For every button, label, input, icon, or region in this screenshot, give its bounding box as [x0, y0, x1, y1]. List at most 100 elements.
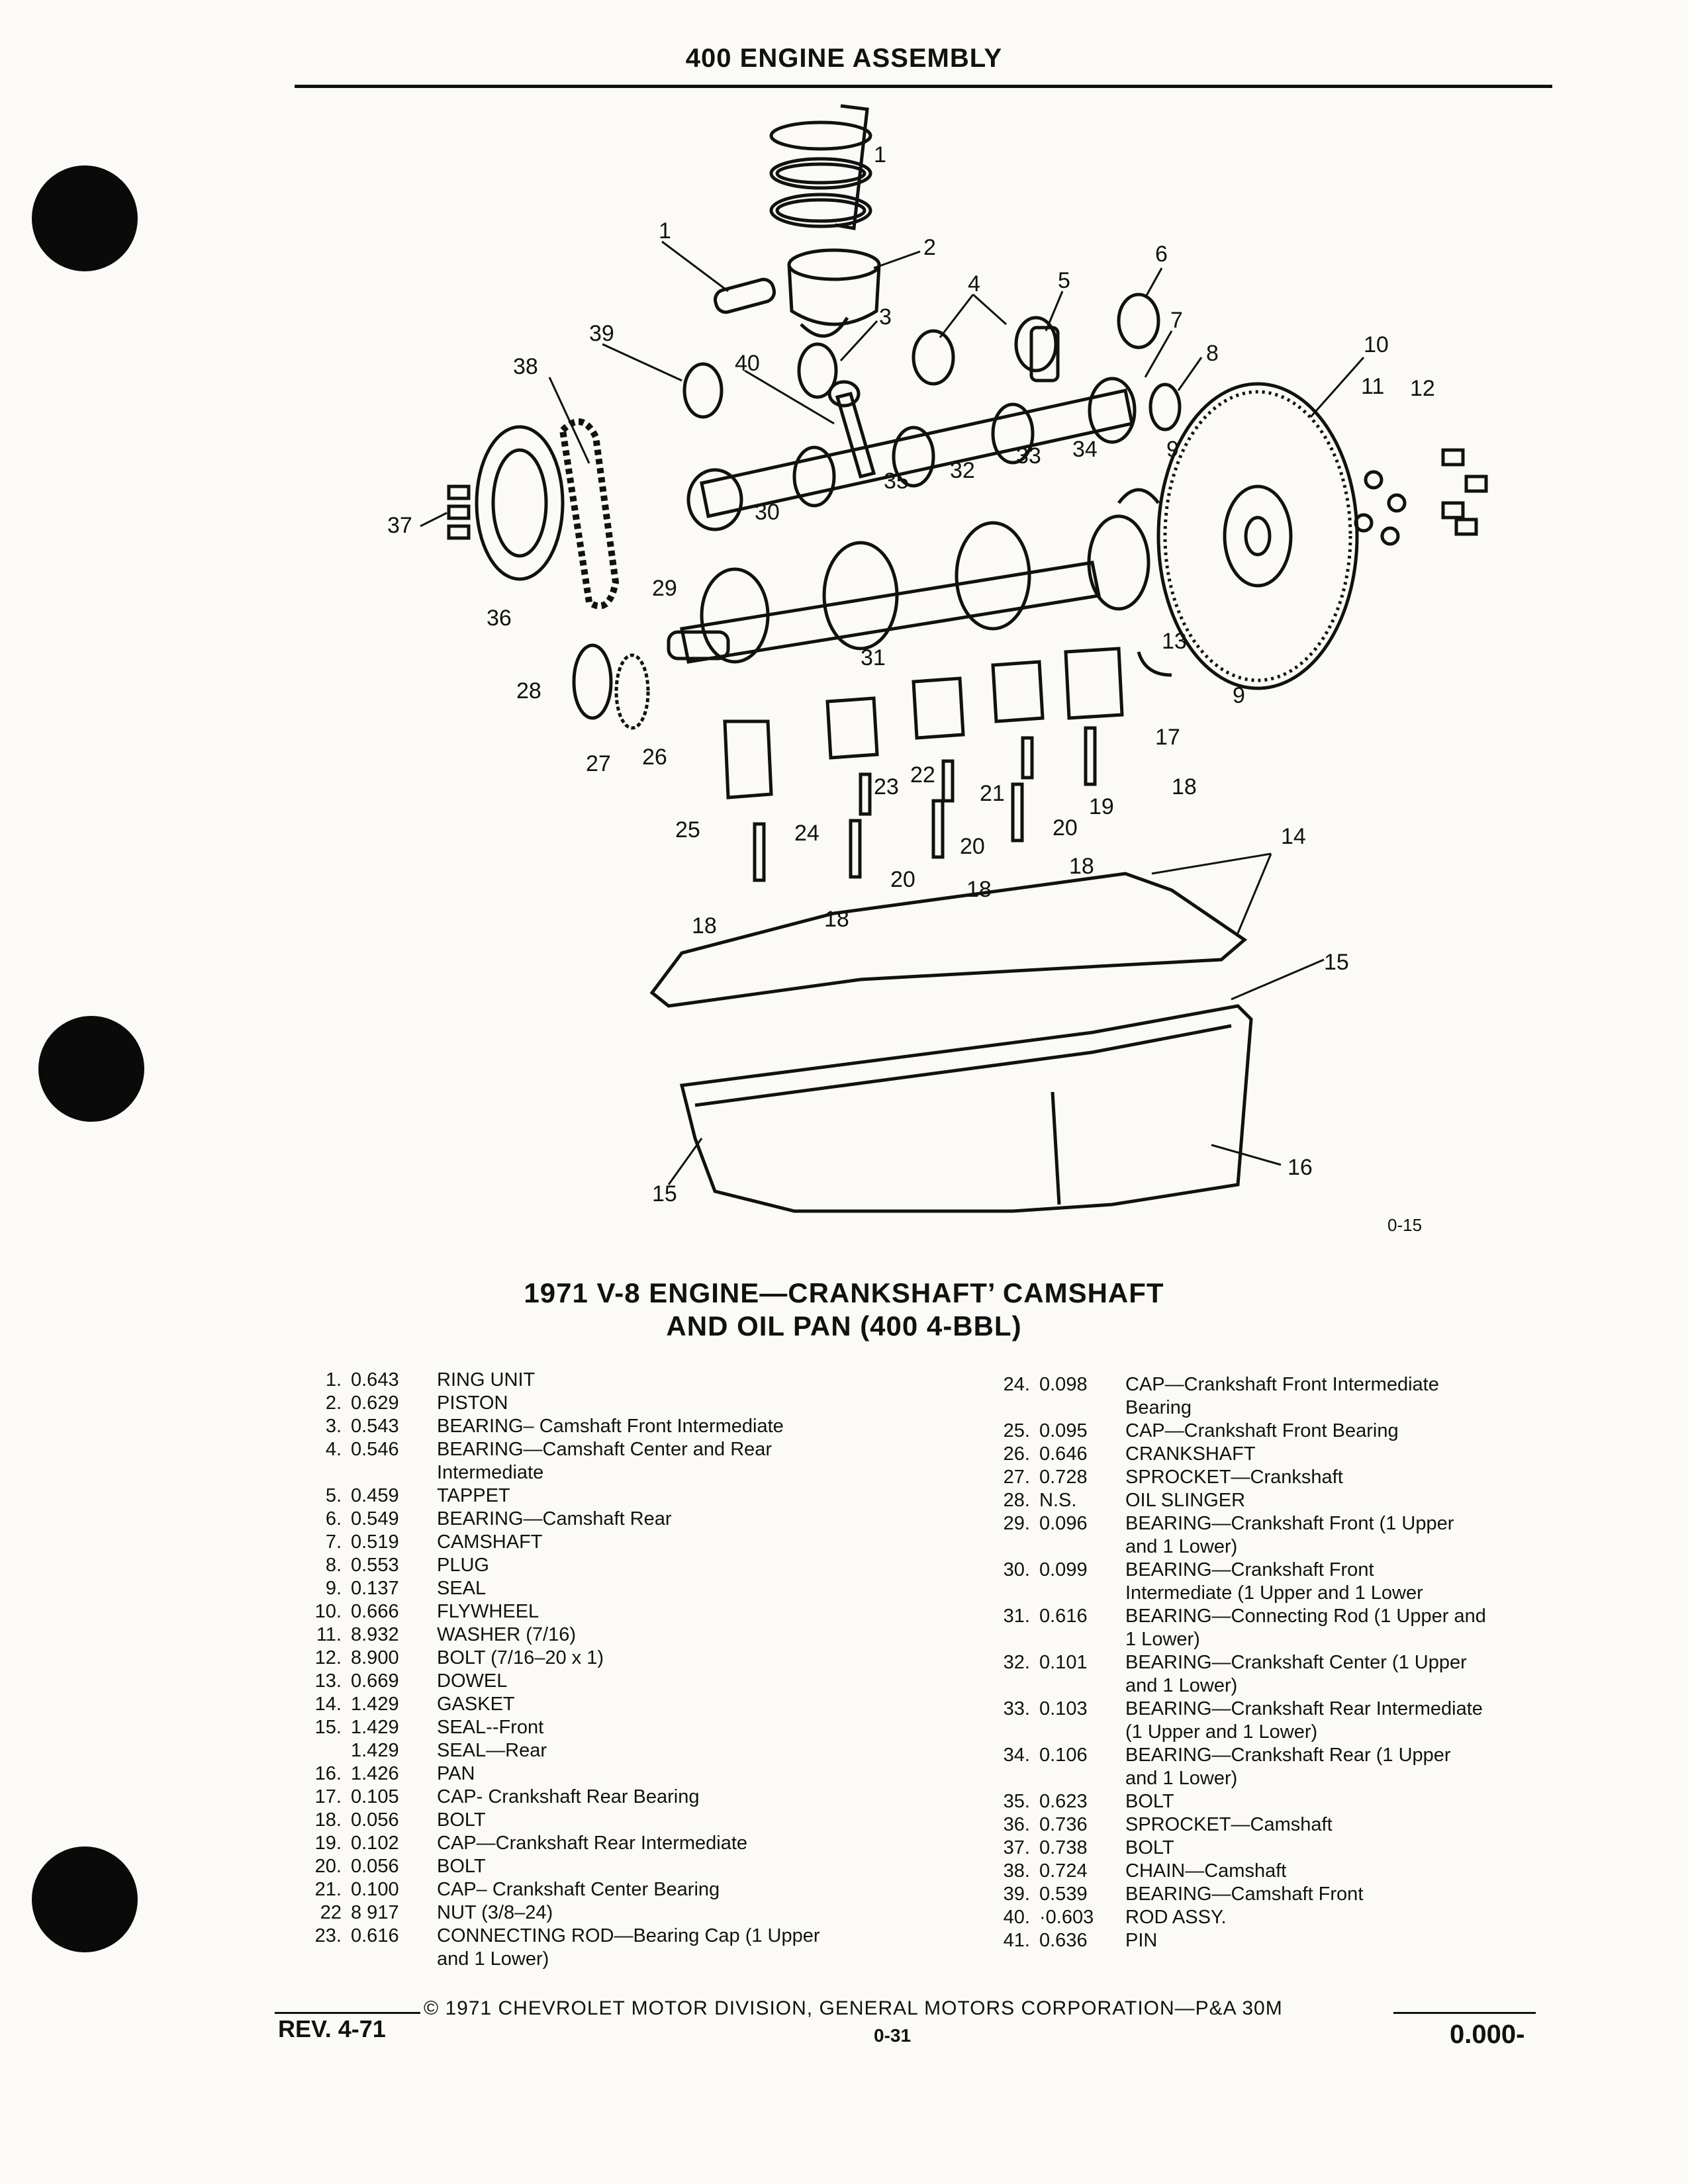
callout-12: 12	[1410, 376, 1435, 401]
callout-28: 28	[516, 678, 541, 704]
part-number: 14.	[314, 1694, 342, 1715]
part-description-line: CAMSHAFT	[437, 1531, 543, 1553]
part-description: SEAL	[437, 1577, 486, 1600]
part-group-code: 1.426	[351, 1763, 399, 1784]
part-description: BOLT	[437, 1809, 486, 1832]
part-group-code: 0.056	[351, 1809, 399, 1831]
part-description-line: SPROCKET—Camshaft	[1125, 1814, 1333, 1835]
part-group-code: N.S.	[1039, 1490, 1077, 1511]
part-description-line: CHAIN—Camshaft	[1125, 1860, 1287, 1882]
part-number: 18.	[314, 1809, 342, 1831]
callout-32: 32	[950, 458, 975, 483]
part-description: OIL SLINGER	[1125, 1489, 1245, 1512]
part-number: 31.	[1003, 1606, 1030, 1627]
callout-5: 5	[1058, 268, 1070, 293]
part-number: 29.	[1003, 1513, 1030, 1534]
binder-hole-bottom	[32, 1846, 138, 1952]
callout-4: 4	[968, 271, 980, 296]
part-number: 3.	[325, 1416, 342, 1437]
part-description: CHAIN—Camshaft	[1125, 1860, 1286, 1883]
part-number: 20.	[314, 1856, 342, 1877]
part-number: 23.	[314, 1925, 342, 1946]
part-description: SPROCKET—Crankshaft	[1125, 1466, 1343, 1489]
part-number: 32.	[1003, 1652, 1030, 1673]
callout-6: 6	[1155, 242, 1168, 267]
part-description-line: BOLT	[437, 1809, 486, 1831]
part-description-line: BEARING—Crankshaft Rear Intermediate	[1125, 1698, 1483, 1719]
part-description-continuation: 1 Lower)	[1125, 1629, 1200, 1650]
part-group-code: 0.549	[351, 1508, 399, 1529]
part-group-code: 0.519	[351, 1531, 399, 1553]
part-group-code: 0.616	[1039, 1606, 1088, 1627]
part-number: 11.	[316, 1624, 342, 1645]
part-group-code: 0.553	[351, 1555, 399, 1576]
parts-list-row: 9. 0.137 SEAL	[298, 1577, 960, 1600]
part-description: SPROCKET—Camshaft	[1125, 1813, 1333, 1837]
part-description-continuation: and 1 Lower)	[437, 1948, 549, 1970]
callout-16: 16	[1288, 1155, 1313, 1180]
part-number: 37.	[1003, 1837, 1030, 1858]
page-title: 400 ENGINE ASSEMBLY	[685, 44, 1003, 73]
binder-hole-middle	[38, 1016, 144, 1122]
callout-18a: 18	[1172, 774, 1197, 799]
callout-1b: 1	[659, 218, 671, 244]
part-description-continuation: Bearing	[1125, 1397, 1192, 1418]
part-description-continuation: and 1 Lower)	[1125, 1675, 1238, 1696]
part-group-code: 0.546	[351, 1439, 399, 1460]
part-description-line: CONNECTING ROD—Bearing Cap (1 Upper	[437, 1925, 820, 1946]
part-description-line: SPROCKET—Crankshaft	[1125, 1467, 1343, 1488]
copyright-notice: © 1971 CHEVROLET MOTOR DIVISION, GENERAL…	[424, 1997, 1283, 2019]
part-description-line: CAP– Crankshaft Center Bearing	[437, 1879, 720, 1900]
part-number: 21.	[314, 1879, 342, 1900]
revision-label: REV. 4-71	[278, 2015, 386, 2042]
part-number: 35.	[1003, 1791, 1030, 1812]
part-description: PLUG	[437, 1554, 489, 1577]
part-group-code: 0.095	[1039, 1420, 1088, 1441]
part-description-line: BEARING—Camshaft Center and Rear	[437, 1439, 773, 1460]
part-description: GASKET	[437, 1693, 515, 1716]
part-group-code: 0.096	[1039, 1513, 1088, 1534]
part-number: 26.	[1003, 1443, 1030, 1465]
part-group-code: 0.646	[1039, 1443, 1088, 1465]
footer-rule-right	[1393, 2012, 1536, 2014]
part-group-code: 0.137	[351, 1578, 399, 1599]
callout-19: 19	[1089, 794, 1114, 819]
part-number: 7.	[325, 1531, 342, 1553]
part-description: PIN	[1125, 1929, 1157, 1952]
part-description: BOLT	[437, 1855, 486, 1878]
part-description: NUT (3/8–24)	[437, 1901, 553, 1925]
part-number: 36.	[1003, 1814, 1030, 1835]
part-group-code: 0.101	[1039, 1652, 1088, 1673]
part-description-line: RING UNIT	[437, 1369, 536, 1390]
callout-20a: 20	[1053, 815, 1078, 841]
part-number: 30.	[1003, 1559, 1030, 1580]
part-group-code: 0.728	[1039, 1467, 1088, 1488]
part-group-code: 0.105	[351, 1786, 399, 1807]
part-description-line: BEARING—Crankshaft Front	[1125, 1559, 1374, 1580]
callout-31: 31	[861, 645, 886, 670]
camshaft-sprocket-drawing	[475, 425, 565, 581]
part-number: 9.	[325, 1578, 342, 1599]
figure-code: 0-15	[1387, 1215, 1423, 1235]
callout-13: 13	[1162, 629, 1187, 654]
part-description-line: BEARING—Connecting Rod (1 Upper and	[1125, 1606, 1486, 1627]
part-group-code: 0.098	[1039, 1374, 1088, 1395]
part-description: SEAL—Rear	[437, 1739, 547, 1762]
timing-chain-drawing	[559, 418, 620, 610]
part-description-continuation: and 1 Lower)	[1125, 1768, 1238, 1789]
part-number: 4.	[325, 1439, 342, 1460]
part-description-line: SEAL	[437, 1578, 487, 1599]
